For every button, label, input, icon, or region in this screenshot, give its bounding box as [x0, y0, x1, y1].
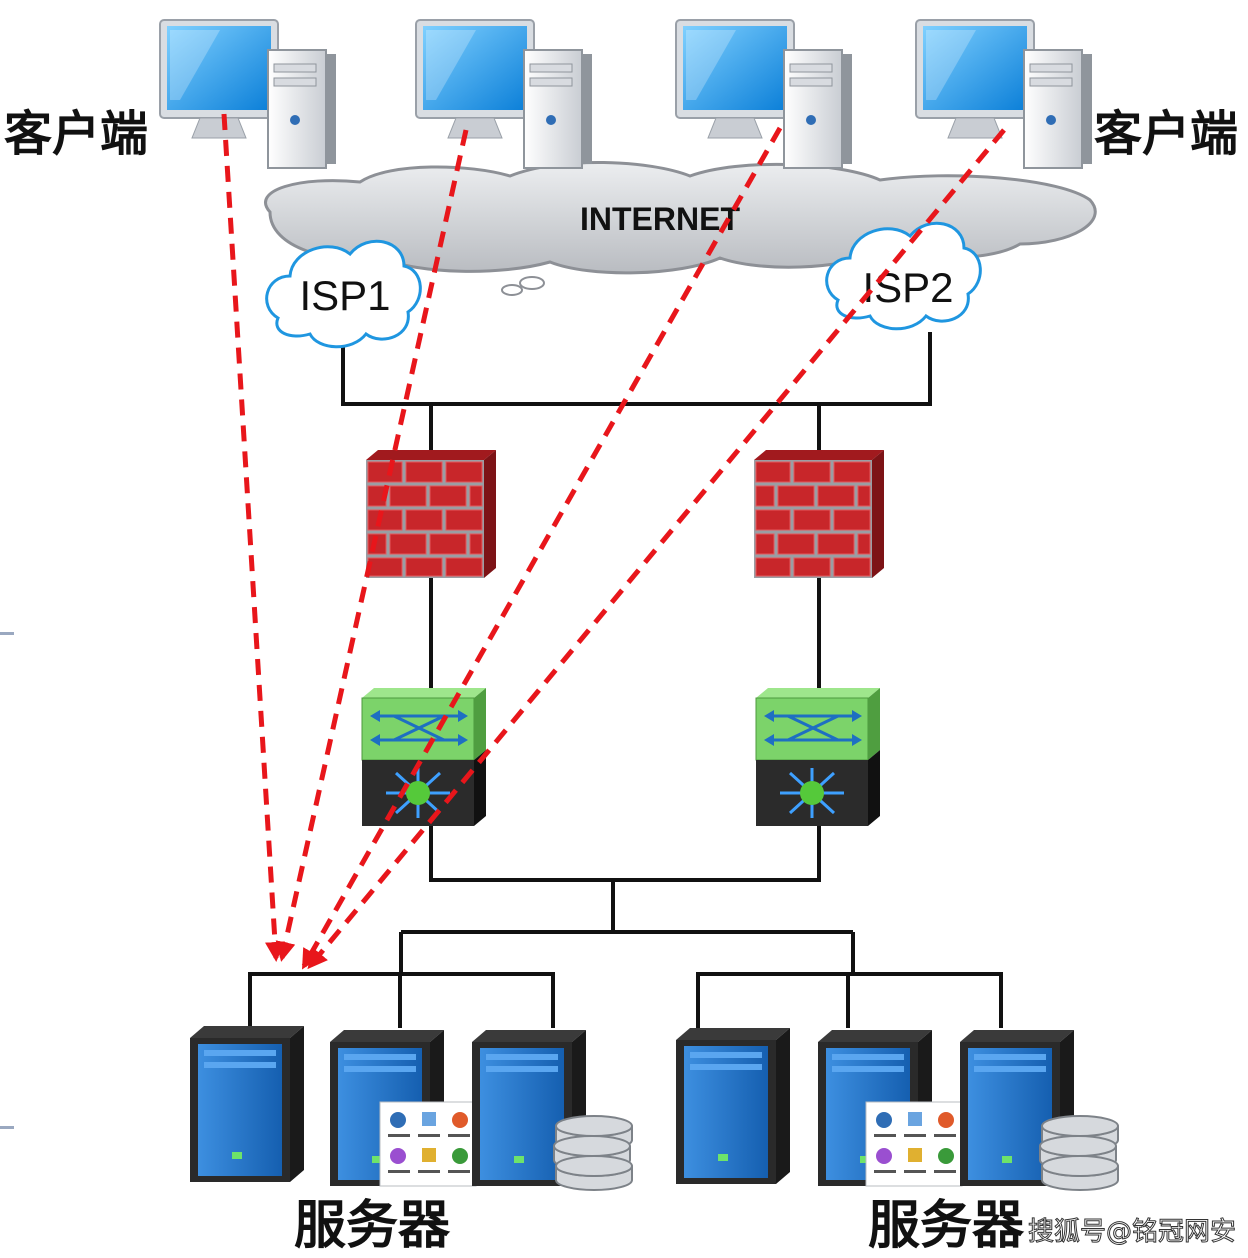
network-wires	[248, 332, 1003, 1028]
isp2-cloud: ISP2	[825, 221, 982, 331]
firewall-icon	[753, 449, 885, 579]
server-label-right: 服务器	[868, 1196, 1025, 1256]
firewall-icon	[365, 449, 497, 579]
switch-icon	[754, 686, 882, 828]
client-label-left: 客户端	[4, 106, 148, 162]
traffic-path	[301, 126, 783, 970]
isp1-cloud: ISP1	[265, 239, 422, 349]
client-computer-icon	[675, 19, 853, 169]
database-icon	[1041, 1155, 1119, 1191]
server-icon	[676, 1028, 790, 1184]
client-computer-icon	[159, 19, 337, 169]
server-icon	[190, 1026, 304, 1182]
isp2-label: ISP2	[862, 264, 953, 311]
traffic-path	[275, 129, 469, 962]
switch-icon	[360, 686, 488, 828]
client-computer-icon	[415, 19, 593, 169]
database-icon	[555, 1155, 633, 1191]
traffic-paths	[221, 113, 1006, 970]
server-label-left: 服务器	[294, 1196, 451, 1256]
side-mark	[0, 1126, 14, 1129]
watermark-text: 搜狐号@铭冠网安	[1028, 1217, 1236, 1247]
internet-label: INTERNET	[580, 201, 740, 237]
side-mark	[0, 632, 14, 635]
client-label-right: 客户端	[1094, 106, 1238, 162]
client-computer-icon	[915, 19, 1093, 169]
traffic-path	[221, 113, 285, 962]
isp1-label: ISP1	[299, 272, 390, 319]
windows-panel-icon	[865, 1101, 963, 1187]
windows-panel-icon	[379, 1101, 477, 1187]
